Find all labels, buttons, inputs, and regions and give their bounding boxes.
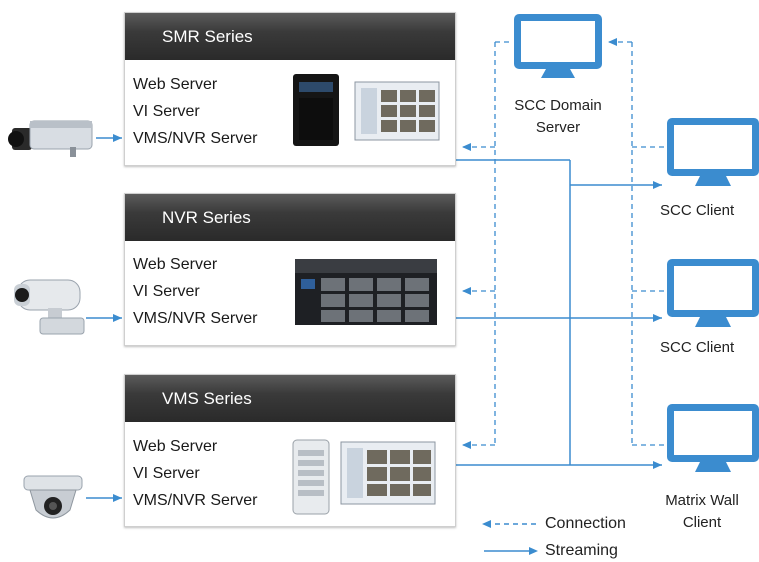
- bullet-camera-icon: [14, 279, 85, 335]
- box-camera-icon: [8, 120, 93, 157]
- scc-client-label: SCC Client: [660, 202, 735, 219]
- role-web-server: Web Server: [133, 256, 218, 273]
- scc-client-2-label: SCC Client: [660, 339, 735, 356]
- nas-tower-icon: [293, 74, 440, 146]
- role-vms-nvr-server: VMS/NVR Server: [133, 492, 258, 509]
- connection-lines: [462, 38, 665, 449]
- rackmount-nvr-icon: [295, 259, 437, 325]
- role-web-server: Web Server: [133, 438, 218, 455]
- scc-client-2-monitor-icon: [667, 259, 759, 327]
- panel-title: SMR Series: [125, 13, 455, 60]
- panel-title: NVR Series: [125, 194, 455, 241]
- role-web-server: Web Server: [133, 76, 218, 93]
- legend-streaming: Streaming: [545, 542, 618, 559]
- role-vms-nvr-server: VMS/NVR Server: [133, 310, 258, 327]
- connection-arrow-icon: [482, 520, 491, 528]
- domain-server-monitor-icon: [514, 14, 602, 78]
- scc-client-monitor-icon: [667, 118, 759, 186]
- role-vms-nvr-server: VMS/NVR Server: [133, 130, 258, 147]
- smr-series-panel: SMR Series Web Server VI Server VMS/NVR …: [124, 12, 456, 166]
- role-vi-server: VI Server: [133, 283, 200, 300]
- role-list: Web Server VI Server VMS/NVR Server: [133, 433, 257, 514]
- matrix-wall-monitor-icon: [667, 404, 759, 472]
- server-tower-icon: [292, 439, 436, 515]
- legend-connection: Connection: [545, 515, 626, 532]
- panel-title: VMS Series: [125, 375, 455, 422]
- role-list: Web Server VI Server VMS/NVR Server: [133, 71, 257, 152]
- matrix-wall-label: Matrix Wall Client: [665, 492, 739, 531]
- dome-camera-icon: [23, 475, 83, 519]
- streaming-arrow-icon: [529, 547, 538, 555]
- nvr-series-panel: NVR Series Web Server VI Server VMS/NVR …: [124, 193, 456, 346]
- role-vi-server: VI Server: [133, 465, 200, 482]
- role-list: Web Server VI Server VMS/NVR Server: [133, 251, 257, 332]
- domain-server-label: SCC Domain Server: [514, 97, 602, 136]
- role-vi-server: VI Server: [133, 103, 200, 120]
- vms-series-panel: VMS Series Web Server VI Server VMS/NVR …: [124, 374, 456, 527]
- legend-symbols: [482, 520, 538, 555]
- streaming-lines: [86, 134, 662, 502]
